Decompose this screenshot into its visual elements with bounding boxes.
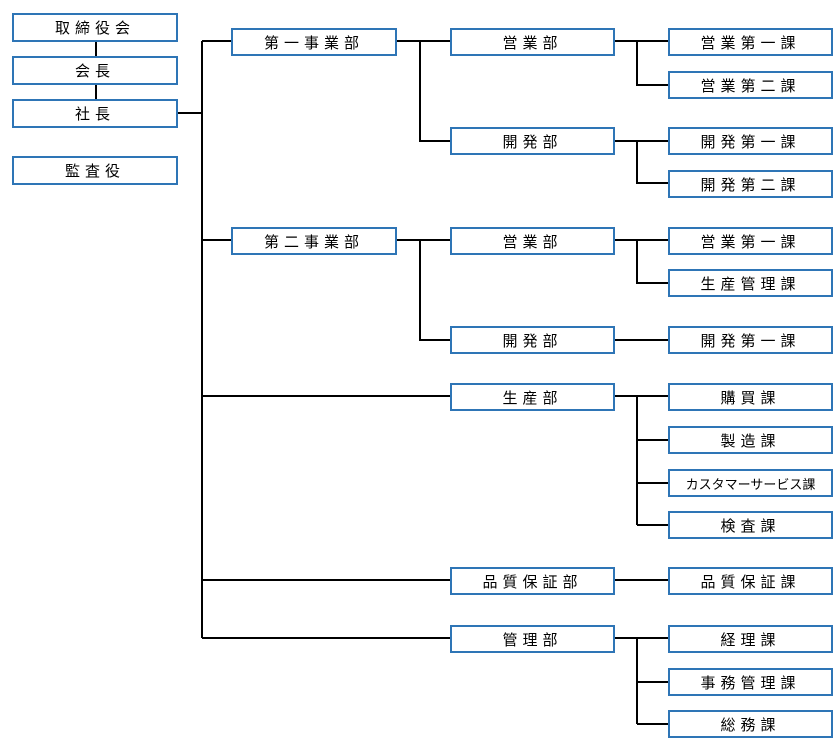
d1-dev-sections	[615, 140, 668, 184]
qa-dept-box: 品質保証部	[450, 567, 615, 595]
auditor-box: 監査役	[12, 156, 178, 185]
admin-section2-box: 事務管理課	[668, 668, 833, 696]
admin-sections	[615, 637, 668, 725]
board-of-directors-box: 取締役会	[12, 13, 178, 42]
d1-sales-section1-box: 営業第一課	[668, 28, 833, 56]
d2-sales-sections	[615, 239, 668, 284]
d2-dev-section1-box: 開発第一課	[668, 326, 833, 354]
production-sections	[615, 395, 668, 526]
d1-dev-section1-box: 開発第一課	[668, 127, 833, 155]
qa-section1-box: 品質保証課	[668, 567, 833, 595]
division2-box: 第二事業部	[231, 227, 397, 255]
division2-branch	[419, 240, 450, 341]
d2-sales-section2-box: 生産管理課	[668, 269, 833, 297]
d1-dev-dept-box: 開発部	[450, 127, 615, 155]
admin-section1-box: 経理課	[668, 625, 833, 653]
admin-dept-box: 管理部	[450, 625, 615, 653]
production-dept-box: 生産部	[450, 383, 615, 411]
d1-sales-dept-box: 営業部	[450, 28, 615, 56]
d1-dev-section2-box: 開発第二課	[668, 170, 833, 198]
admin-section3-box: 総務課	[668, 710, 833, 738]
production-section1-box: 購買課	[668, 383, 833, 411]
production-section4-box: 検査課	[668, 511, 833, 539]
division1-branch	[419, 41, 450, 142]
d2-sales-section1-box: 営業第一課	[668, 227, 833, 255]
division1-box: 第一事業部	[231, 28, 397, 56]
d2-sales-dept-box: 営業部	[450, 227, 615, 255]
d1-sales-sections	[615, 40, 668, 86]
chairman-box: 会長	[12, 56, 178, 85]
production-section2-box: 製造課	[668, 426, 833, 454]
production-section3-box: カスタマーサービス課	[668, 469, 833, 497]
d2-dev-dept-box: 開発部	[450, 326, 615, 354]
d1-sales-section2-box: 営業第二課	[668, 71, 833, 99]
president-box: 社長	[12, 99, 178, 128]
